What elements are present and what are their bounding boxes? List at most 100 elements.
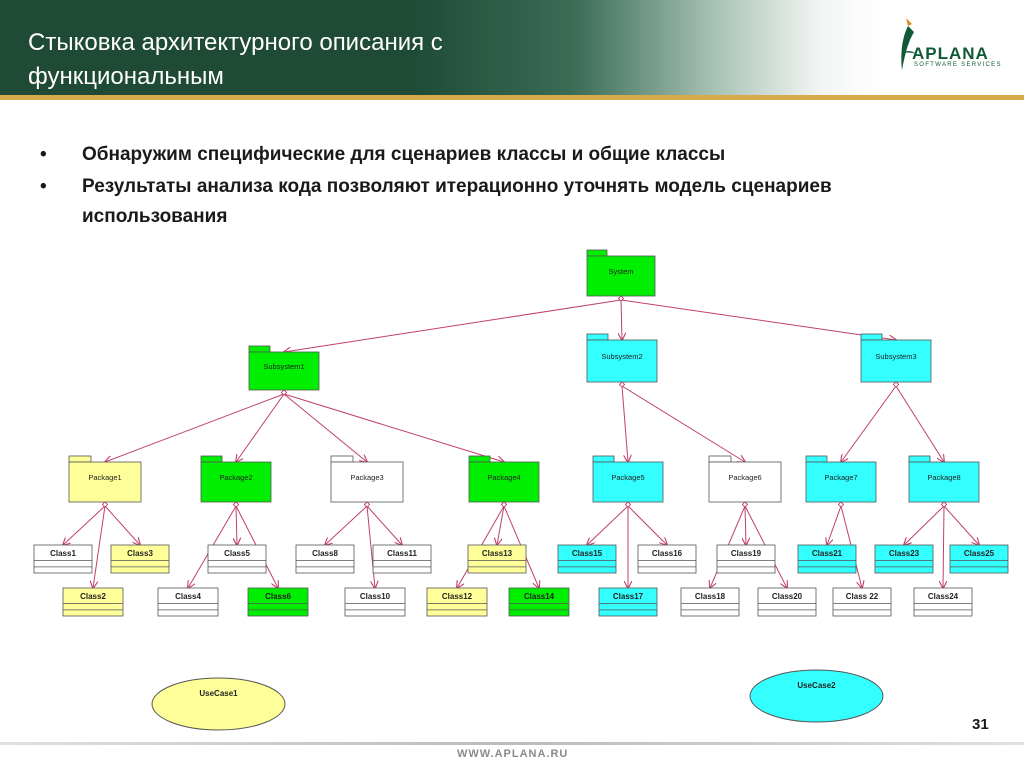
composition-edge (497, 505, 505, 545)
class-node: Class1 (33, 544, 93, 574)
class-node: Class19 (716, 544, 776, 574)
logo-tagline: SOFTWARE SERVICES (914, 62, 1002, 68)
class-node: Class25 (949, 544, 1009, 574)
class-label: Class4 (175, 592, 201, 601)
composition-edge (366, 505, 375, 588)
class-node: Class21 (797, 544, 857, 574)
class-label: Class24 (928, 592, 959, 601)
footer-divider (0, 742, 1024, 745)
composition-edge (283, 393, 367, 462)
class-label: Class6 (265, 592, 291, 601)
class-label: Class12 (442, 592, 473, 601)
composition-edge (284, 299, 622, 352)
composition-edge (620, 299, 896, 340)
composition-edge (105, 393, 285, 462)
composition-edge (895, 385, 944, 462)
package-label: Package2 (219, 473, 252, 482)
class-label: Class23 (889, 549, 920, 558)
package-node: Package4 (468, 455, 540, 503)
class-label: Class8 (312, 549, 338, 558)
class-node: Class18 (680, 587, 740, 617)
slide-header: Стыковка архитектурного описания с функц… (0, 0, 1024, 95)
composition-edge (943, 505, 944, 588)
composition-edge (283, 393, 504, 462)
bullet-item: • Обнаружим специфические для сценариев … (40, 140, 940, 170)
class-node: Class16 (637, 544, 697, 574)
class-label: Class16 (652, 549, 683, 558)
bullet-list: • Обнаружим специфические для сценариев … (40, 140, 940, 234)
class-label: Class1 (50, 549, 76, 558)
composition-edge (904, 505, 945, 545)
class-label: Class5 (224, 549, 250, 558)
class-node: Class24 (913, 587, 973, 617)
aggregation-diamond (892, 381, 900, 388)
aggregation-diamond (232, 501, 240, 508)
edges-group (63, 295, 979, 588)
package-node: Subsystem2 (586, 333, 658, 383)
slide-title: Стыковка архитектурного описания с функц… (28, 29, 443, 90)
class-label: Class13 (482, 549, 513, 558)
class-label: Class11 (387, 549, 417, 558)
package-label: Subsystem1 (263, 362, 304, 371)
composition-edge (621, 385, 628, 462)
composition-edge (827, 505, 842, 545)
package-label: Package7 (824, 473, 857, 482)
usecase-node: UseCase1 (151, 677, 286, 731)
bullet-marker: • (40, 176, 47, 197)
class-label: Class 22 (846, 592, 879, 601)
composition-edge (63, 505, 106, 545)
package-label: Subsystem3 (875, 352, 916, 361)
class-node: Class12 (426, 587, 488, 617)
aggregation-diamond (500, 501, 508, 508)
composition-edge (621, 385, 745, 462)
package-node: System (586, 249, 656, 297)
usecase-label: UseCase2 (797, 681, 836, 690)
package-node: Package1 (68, 455, 142, 503)
aggregation-diamond (940, 501, 948, 508)
class-node: Class2 (62, 587, 124, 617)
logo-name: APLANA (912, 44, 989, 63)
composition-edge (325, 505, 368, 545)
package-node: Package5 (592, 455, 664, 503)
package-node: Package6 (708, 455, 782, 503)
aggregation-diamond (624, 501, 632, 508)
class-node: Class23 (874, 544, 934, 574)
package-label: Subsystem2 (601, 352, 642, 361)
aggregation-diamond (363, 501, 371, 508)
class-label: Class25 (964, 549, 995, 558)
aggregation-diamond (280, 389, 288, 396)
composition-edge (93, 505, 106, 588)
composition-edge (621, 299, 622, 340)
class-node: Class6 (247, 587, 309, 617)
class-node: Class11 (372, 544, 432, 574)
class-node: Class4 (157, 587, 219, 617)
composition-edge (841, 385, 897, 462)
package-label: Package4 (487, 473, 520, 482)
composition-edge (366, 505, 402, 545)
class-node: Class20 (757, 587, 817, 617)
class-label: Class18 (695, 592, 726, 601)
package-node: Package2 (200, 455, 272, 503)
footer-url: WWW.APLANA.RU (457, 748, 569, 760)
class-node: Class8 (295, 544, 355, 574)
aggregation-diamond (741, 501, 749, 508)
class-label: Class20 (772, 592, 803, 601)
composition-edge (587, 505, 629, 545)
class-label: Class2 (80, 592, 106, 601)
composition-edge (104, 505, 140, 545)
class-node: Class10 (344, 587, 406, 617)
package-node: Package7 (805, 455, 877, 503)
aggregation-diamond (618, 381, 626, 388)
class-node: Class14 (508, 587, 570, 617)
package-node: Subsystem3 (860, 333, 932, 383)
package-node: Subsystem1 (248, 345, 320, 391)
package-label: System (608, 267, 633, 276)
class-label: Class17 (613, 592, 644, 601)
bullet-item: • Результаты анализа кода позволяют итер… (40, 172, 940, 232)
class-label: Class21 (812, 549, 843, 558)
package-node: Package3 (330, 455, 404, 503)
composition-edge (627, 505, 667, 545)
bullet-text: Обнаружим специфические для сценариев кл… (82, 144, 726, 165)
package-label: Package6 (728, 473, 761, 482)
package-label: Package1 (88, 473, 121, 482)
